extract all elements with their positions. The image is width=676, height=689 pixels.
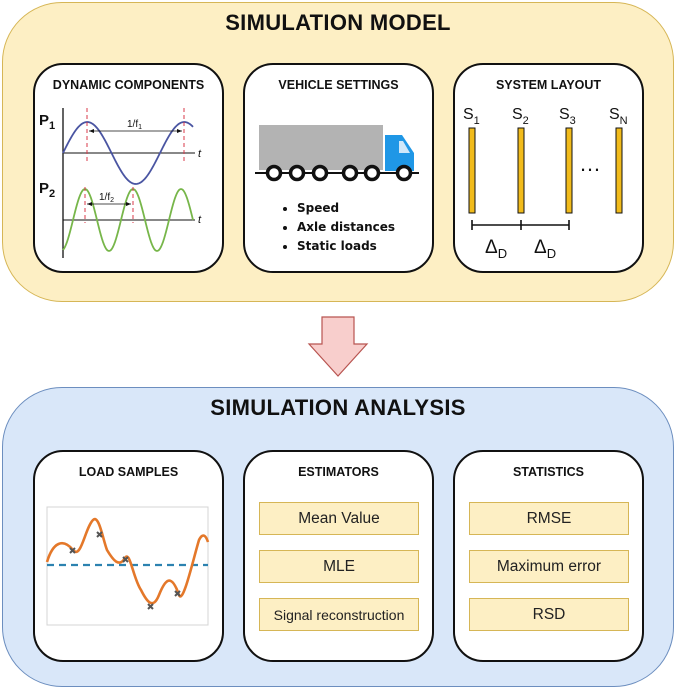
estimators-card: ESTIMATORS Mean Value MLE Signal reconst…: [243, 450, 434, 662]
p1-label: P1: [39, 112, 55, 132]
vehicle-setting-static-loads: Static loads: [297, 237, 395, 256]
truck-wheels: [265, 164, 413, 182]
p1-arrowhead-left: [89, 129, 94, 133]
sensor-bar-2: [517, 127, 525, 214]
simulation-model-title: SIMULATION MODEL: [225, 10, 451, 35]
p2-period-label: 1/f2: [99, 192, 114, 204]
truck-icon: [255, 125, 419, 182]
spacing-label-1: ΔD: [485, 237, 507, 261]
sample-marker: [69, 547, 76, 554]
statistic-rmse: RMSE: [469, 502, 629, 535]
sample-marker: [174, 590, 181, 597]
vehicle-settings-list: Speed Axle distances Static loads: [283, 199, 395, 256]
estimator-mean-value: Mean Value: [259, 502, 419, 535]
sensor-label-2: S2: [512, 106, 529, 127]
system-layout-title: SYSTEM LAYOUT: [495, 78, 602, 92]
sensor-bar-1: [468, 127, 476, 214]
vehicle-setting-axle-distances: Axle distances: [297, 218, 395, 237]
sensor-bar-3: [565, 127, 573, 214]
load-signal: [45, 517, 210, 605]
vehicle-settings-title: VEHICLE SETTINGS: [278, 78, 399, 92]
down-arrow-icon: [307, 316, 369, 377]
system-layout-card: SYSTEM LAYOUT S1 S2 S3 SN … ΔD ΔD: [453, 63, 644, 273]
statistic-rsd: RSD: [469, 598, 629, 631]
estimators-title: ESTIMATORS: [298, 465, 379, 479]
statistics-card: STATISTICS RMSE Maximum error RSD: [453, 450, 644, 662]
sensor-bar-n: [615, 127, 623, 214]
dynamic-components-plot: P1 t 1/f1 P2 t 1/f2: [39, 108, 202, 258]
dynamic-components-title: DYNAMIC COMPONENTS: [52, 78, 205, 92]
vehicle-setting-speed: Speed: [297, 199, 395, 218]
statistics-title: STATISTICS: [512, 465, 585, 479]
truck-trailer: [259, 125, 383, 170]
p2-arrowhead-left: [87, 202, 92, 206]
vehicle-settings-card: VEHICLE SETTINGS Speed Axle distances St…: [243, 63, 434, 273]
sample-marker: [96, 531, 103, 538]
p1-t-label: t: [198, 148, 202, 160]
sample-points: [69, 531, 181, 610]
sensor-ellipsis: …: [579, 151, 601, 176]
simulation-analysis-title: SIMULATION ANALYSIS: [210, 395, 466, 420]
sample-marker: [122, 556, 129, 563]
p1-arrowhead-right: [177, 129, 182, 133]
sensor-label-1: S1: [463, 106, 480, 127]
estimator-signal-reconstruction: Signal reconstruction: [259, 598, 419, 631]
load-samples-card: LOAD SAMPLES: [33, 450, 224, 662]
load-samples-title: LOAD SAMPLES: [78, 465, 179, 479]
spacing-label-2: ΔD: [534, 237, 556, 261]
system-layout-diagram: S1 S2 S3 SN … ΔD ΔD: [463, 106, 628, 261]
sensor-label-3: S3: [559, 106, 576, 127]
p2-label: P2: [39, 180, 55, 200]
sample-marker: [147, 603, 154, 610]
p2-t-label: t: [198, 214, 202, 226]
estimator-mle: MLE: [259, 550, 419, 583]
dynamic-components-card: DYNAMIC COMPONENTS P1 t 1/f1 P2 t: [33, 63, 224, 273]
p1-wave: [62, 121, 194, 185]
truck-window: [399, 141, 410, 153]
load-samples-plot: [45, 506, 210, 626]
p1-period-label: 1/f1: [127, 119, 142, 131]
p2-arrowhead-right: [126, 202, 131, 206]
statistic-maximum-error: Maximum error: [469, 550, 629, 583]
sensor-label-n: SN: [609, 106, 628, 127]
